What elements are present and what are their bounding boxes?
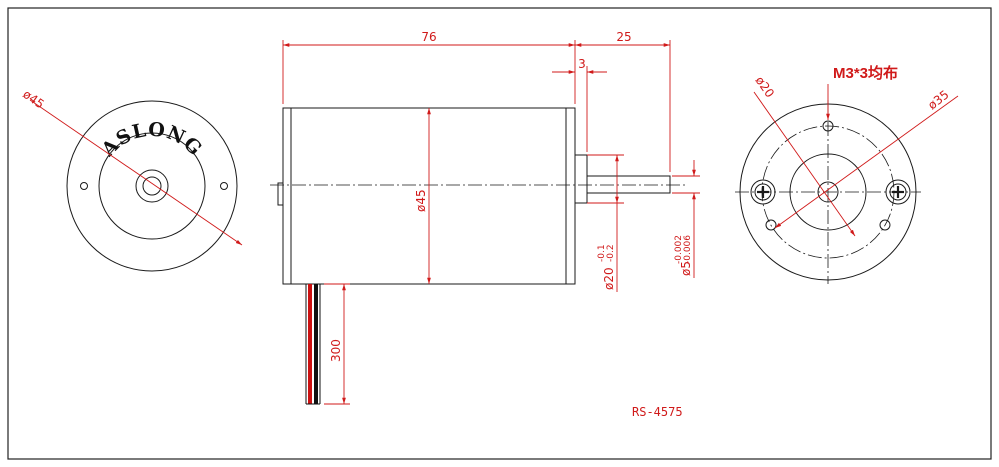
rear-stub <box>277 182 284 206</box>
front-inner-circle <box>98 132 206 240</box>
boss <box>574 154 588 204</box>
mount-hole-right <box>879 219 891 231</box>
front-mount-hole-left <box>80 182 88 190</box>
brush-screw-right <box>885 179 911 205</box>
front-mount-hole-right <box>220 182 228 190</box>
dim-boss-tol-upper: -0.1 <box>597 244 607 262</box>
bolt-circle-leader <box>774 95 959 229</box>
hole-note: M3*3均布 <box>833 64 898 82</box>
brand-logo: ASLONG <box>97 118 207 161</box>
dim-shaft-tol-lower: -0.006 <box>683 235 693 264</box>
mount-hole-top <box>822 120 834 132</box>
front-diameter-leader <box>29 99 243 246</box>
dim-25-label: 25 <box>616 30 631 44</box>
front-shaft-hole <box>142 176 162 196</box>
dim-boss-tol-lower: -0.2 <box>606 244 616 262</box>
front-diameter-label: ø45 <box>20 87 47 111</box>
bolt-circle-label: ø35 <box>925 87 951 112</box>
rear-view: M3*3均布 ø20 ø35 <box>735 64 959 284</box>
front-view: ASLONG ø45 <box>20 87 243 272</box>
model-label: RS-4575 <box>632 405 683 419</box>
brush-screw-left <box>750 179 776 205</box>
dim-shaft-dia-label: ø5 <box>679 261 693 276</box>
dim-76-label: 76 <box>421 30 436 44</box>
side-view: 76 25 3 ø45 300 ø20 -0.1 -0.2 ø5 -0.00 <box>270 30 700 405</box>
dim-300-label: 300 <box>329 339 343 362</box>
dim-shaft-tol-upper: -0.002 <box>674 235 684 264</box>
inner-dia-leader <box>753 91 856 237</box>
inner-dia-label: ø20 <box>753 74 777 101</box>
shaft <box>586 175 671 194</box>
drawing-border <box>7 7 992 460</box>
front-bearing-boss <box>135 169 169 203</box>
dim-body-dia-label: ø45 <box>414 189 428 212</box>
dim-boss-dia-label: ø20 <box>602 267 616 290</box>
front-outer-circle <box>66 100 238 272</box>
dim-3-label: 3 <box>578 57 586 71</box>
